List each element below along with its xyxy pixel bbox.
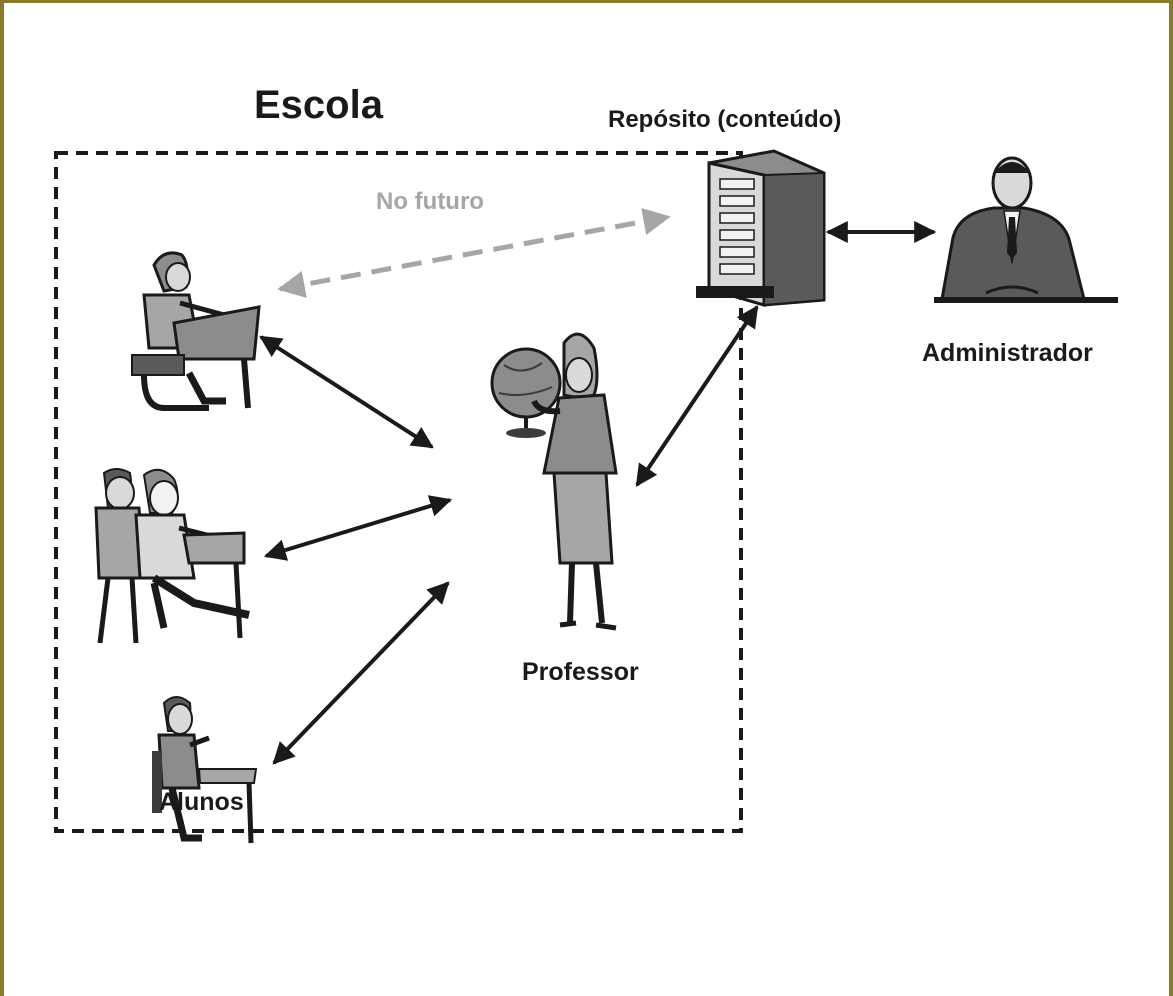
administrator-icon xyxy=(934,156,1118,303)
teacher-with-globe-icon xyxy=(490,332,618,631)
repository-label: Repósito (conteúdo) xyxy=(608,106,842,133)
students-teacher-arrow xyxy=(263,495,453,561)
seated-student-teacher-arrow xyxy=(272,581,450,765)
server-icon xyxy=(696,149,826,307)
student-at-desk-icon xyxy=(131,251,261,411)
school-boundary xyxy=(54,151,743,833)
teacher-server-arrow xyxy=(635,305,759,487)
teacher-label: Professor xyxy=(522,658,639,686)
future-connection-arrow xyxy=(277,207,671,299)
student-teacher-arrow xyxy=(259,335,434,449)
two-students-icon xyxy=(94,468,250,644)
future-label: No futuro xyxy=(376,188,484,215)
students-label: Alunos xyxy=(159,788,244,816)
administrator-label: Administrador xyxy=(922,339,1093,367)
seated-student-icon xyxy=(152,696,258,844)
school-title: Escola xyxy=(254,83,383,127)
school-content-diagram xyxy=(54,149,1118,844)
